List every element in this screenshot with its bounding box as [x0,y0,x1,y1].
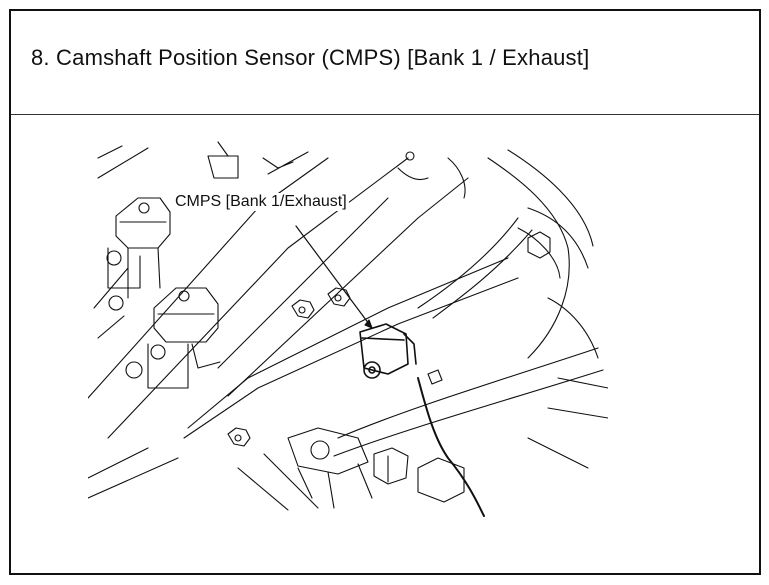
cmps-sensor [359,323,417,379]
document-frame: 8. Camshaft Position Sensor (CMPS) [Bank… [9,9,761,575]
cmps-callout-label: CMPS [Bank 1/Exhaust] [173,193,349,211]
sensor-wire-harness [417,377,485,517]
ignition-coil-upper [93,197,171,339]
section-header: 8. Camshaft Position Sensor (CMPS) [Bank… [11,11,759,115]
callout-leader-line [295,225,373,329]
lower-components [237,427,465,511]
section-title: 8. Camshaft Position Sensor (CMPS) [Bank… [31,45,590,70]
head-bolts [227,287,351,447]
engine-line-drawing [88,141,608,517]
